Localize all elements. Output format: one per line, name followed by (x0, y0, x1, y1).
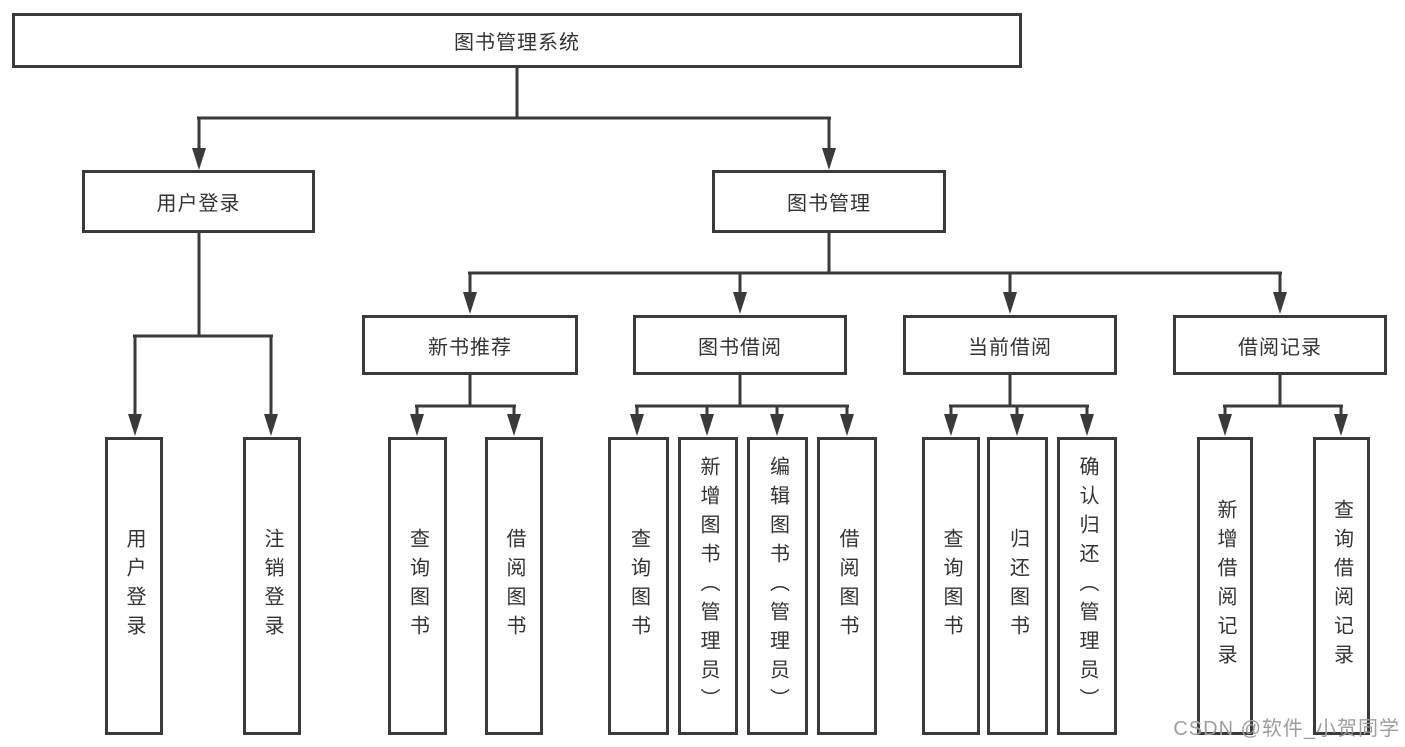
node-book-borrowing: 图书借阅 (633, 315, 847, 375)
leaf-label: 编辑图书（管理员） (766, 455, 789, 717)
leaf-user-login: 用户登录 (105, 437, 163, 735)
leaf-label: 查询借阅记录 (1330, 499, 1353, 673)
leaf-borrow-books-rec: 借阅图书 (485, 437, 543, 735)
leaf-query-books-rec: 查询图书 (388, 437, 447, 735)
leaf-borrow-books: 借阅图书 (817, 437, 877, 735)
leaf-label: 注销登录 (261, 528, 283, 644)
connectors-root (192, 68, 836, 170)
watermark: CSDN @软件_小贺同学 (1173, 718, 1400, 740)
connectors-book-mgmt (463, 233, 1287, 314)
connectors-current-borrowing (944, 375, 1094, 436)
leaf-label: 借阅图书 (836, 528, 858, 644)
leaf-label: 查询图书 (627, 528, 650, 644)
node-book-mgmt: 图书管理 (712, 170, 946, 233)
leaf-label: 用户登录 (123, 528, 145, 644)
connectors-new-book-rec (410, 375, 521, 436)
connectors-book-borrowing (630, 375, 854, 436)
leaf-add-book-admin: 新增图书（管理员） (678, 437, 738, 735)
leaf-edit-book-admin: 编辑图书（管理员） (747, 437, 808, 735)
node-new-book-rec: 新书推荐 (362, 315, 578, 375)
leaf-label: 借阅图书 (503, 528, 525, 644)
leaf-label: 归还图书 (1006, 528, 1029, 644)
node-current-borrowing: 当前借阅 (903, 315, 1117, 375)
leaf-logout: 注销登录 (243, 437, 301, 735)
leaf-confirm-return-admin: 确认归还（管理员） (1057, 437, 1117, 735)
leaf-label: 查询图书 (940, 528, 962, 644)
leaf-query-books-borrow: 查询图书 (608, 437, 669, 735)
node-user-login: 用户登录 (82, 170, 315, 233)
leaf-query-books-current: 查询图书 (922, 437, 980, 735)
node-borrow-records: 借阅记录 (1173, 315, 1387, 375)
connectors-user-login (128, 233, 278, 436)
leaf-label: 确认归还（管理员） (1076, 455, 1098, 717)
leaf-label: 新增借阅记录 (1214, 499, 1236, 673)
node-root: 图书管理系统 (12, 13, 1022, 68)
leaf-add-borrow-record: 新增借阅记录 (1197, 437, 1253, 735)
leaf-label: 查询图书 (406, 528, 429, 644)
connectors-borrow-records (1218, 375, 1348, 436)
leaf-query-borrow-record: 查询借阅记录 (1313, 437, 1370, 735)
leaf-return-book: 归还图书 (987, 437, 1048, 735)
leaf-label: 新增图书（管理员） (697, 455, 719, 717)
